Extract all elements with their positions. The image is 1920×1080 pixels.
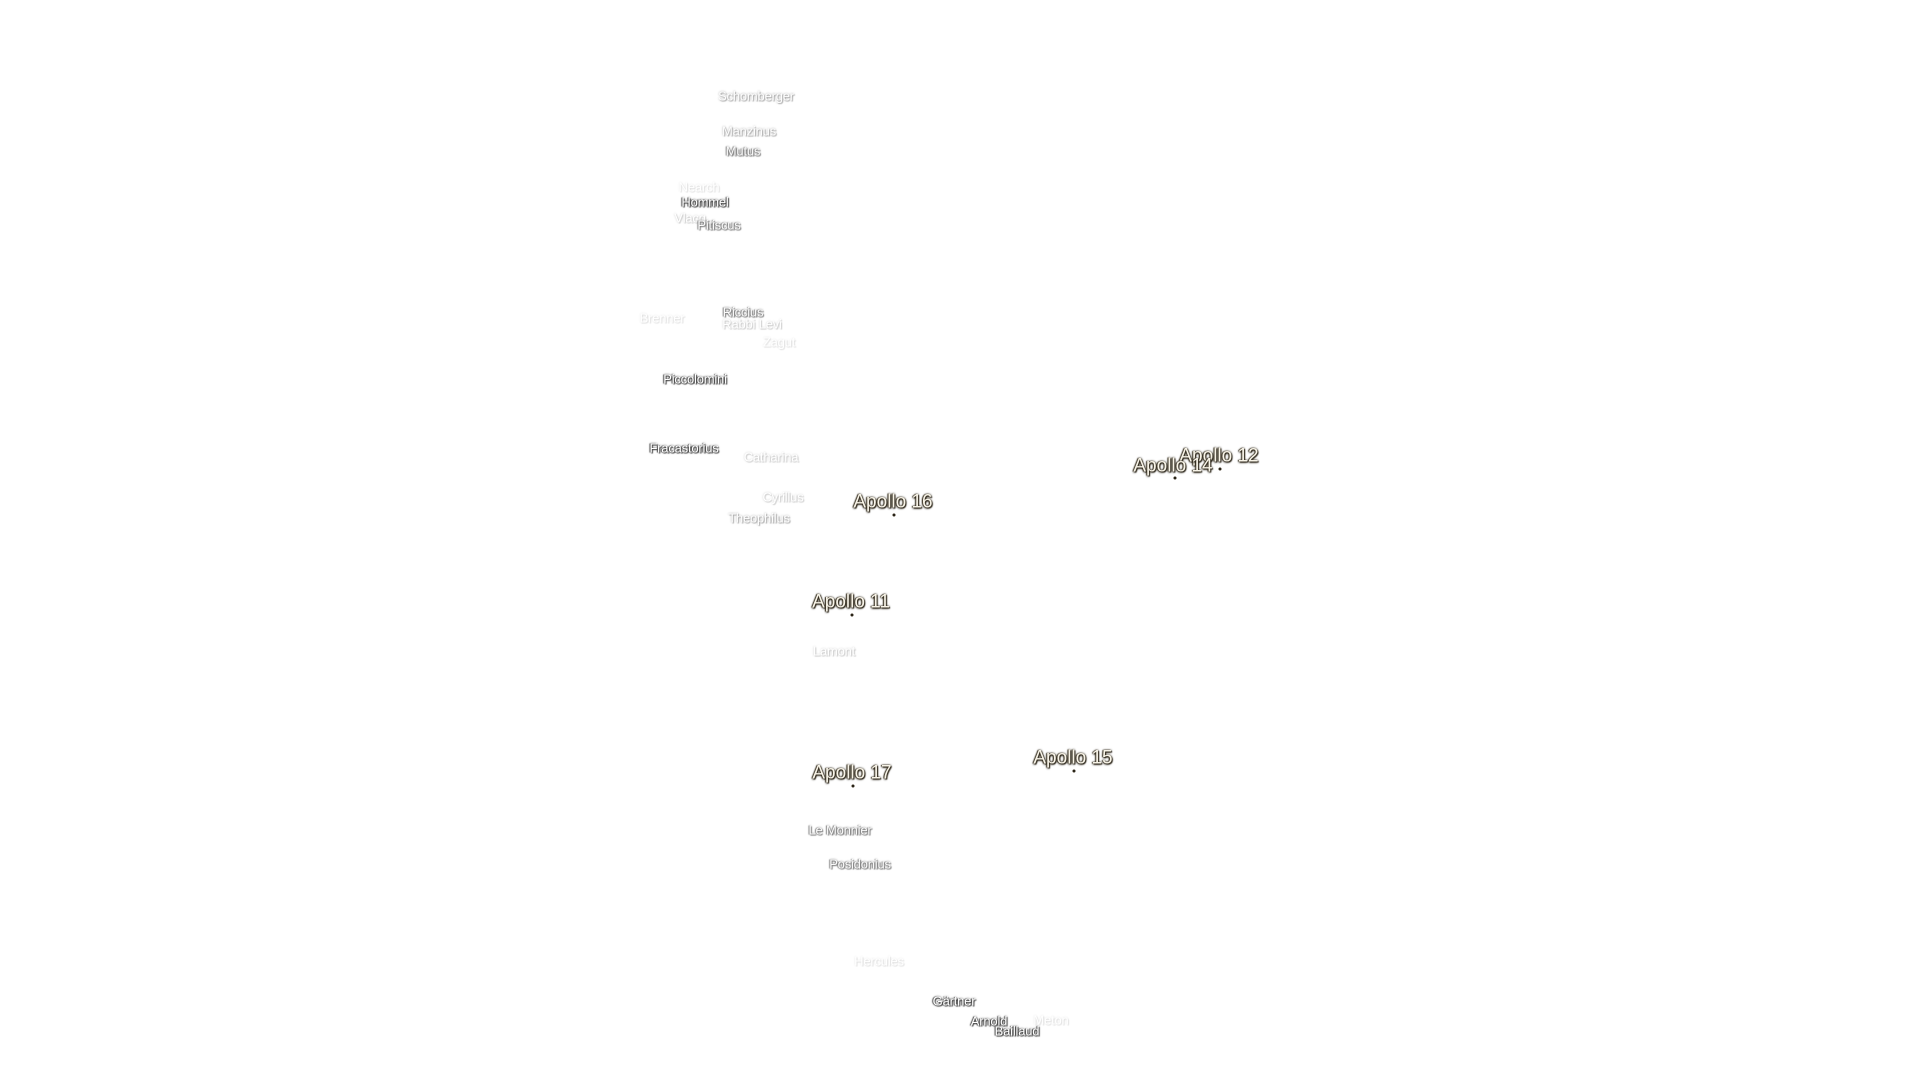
crater-label-pitiscus: Pitiscus [697, 217, 741, 233]
crater-label-lamont: Lamont [812, 643, 856, 659]
crater-label-hommel: Hommel [681, 194, 729, 210]
crater-label-posidonius: Posidonius [829, 856, 891, 872]
landing-site-marker-icon[interactable] [1218, 467, 1222, 471]
landing-site-label[interactable]: Apollo 17 [812, 762, 892, 784]
landing-site-marker-icon[interactable] [851, 784, 855, 788]
crater-label-schomberger: Schomberger [718, 88, 794, 104]
crater-label-nearch: Nearch [678, 179, 720, 195]
crater-label-zagut: Zagut [762, 334, 796, 350]
crater-label-gartner: Gärtner [932, 993, 976, 1009]
crater-label-rabbi-levi: Rabbi Levi [722, 316, 782, 332]
landing-site-marker-icon[interactable] [850, 613, 854, 617]
crater-label-vlacq: Vlacq [674, 210, 706, 226]
crater-label-catharina: Catharina [743, 449, 799, 465]
landing-site-label[interactable]: Apollo 14 [1133, 455, 1213, 477]
crater-label-theophilus: Theophilus [728, 510, 790, 526]
crater-label-cyrillus: Cyrillus [762, 489, 804, 505]
crater-label-meton: Meton [1033, 1012, 1069, 1028]
crater-label-mutus: Mutus [725, 143, 761, 159]
landing-site-marker-icon[interactable] [1173, 476, 1177, 480]
crater-label-riccius: Riccius [722, 304, 764, 320]
crater-label-fracastorius: Fracastorius [649, 440, 719, 456]
crater-label-arnold: Arnold [970, 1013, 1008, 1029]
landing-site-label[interactable]: Apollo 11 [812, 591, 890, 613]
crater-label-hercules: Hercules [854, 953, 904, 969]
crater-label-manzinus: Manzinus [721, 123, 777, 139]
landing-site-marker-icon[interactable] [892, 513, 896, 517]
landing-site-label[interactable]: Apollo 16 [853, 491, 933, 513]
landing-site-label[interactable]: Apollo 12 [1179, 445, 1259, 467]
crater-label-baillaud: Baillaud [994, 1023, 1040, 1039]
crater-label-piccolomini: Piccolomini [663, 371, 727, 387]
landing-site-label[interactable]: Apollo 15 [1033, 747, 1113, 769]
landing-site-marker-icon[interactable] [1072, 769, 1076, 773]
crater-label-brenner: Brenner [639, 310, 685, 326]
crater-label-le-monnier: Le Monnier [808, 822, 872, 838]
